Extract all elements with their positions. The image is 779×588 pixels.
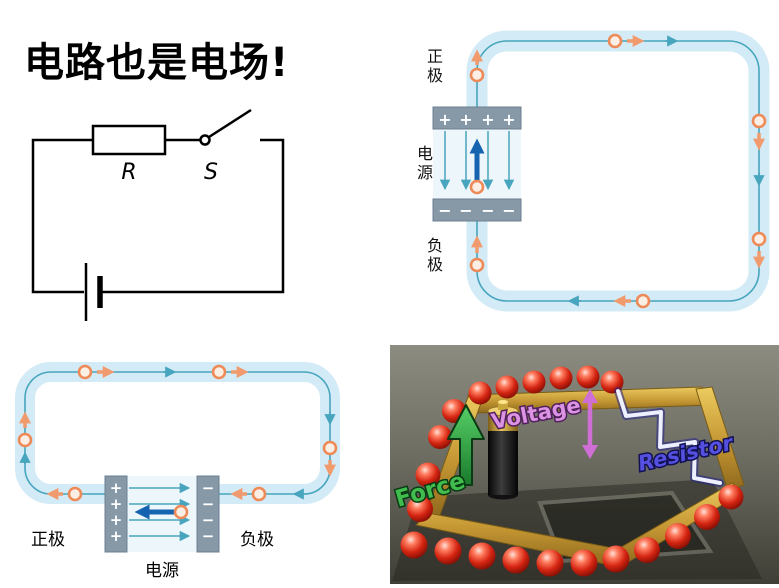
plus-symbol: + (481, 110, 494, 129)
current-direction-arrows (567, 35, 765, 307)
minus-symbol: − (202, 479, 215, 497)
minus-symbol: − (202, 495, 215, 513)
resistor-label: R (121, 160, 136, 185)
battery-body (488, 429, 518, 495)
charge-particle (77, 364, 93, 380)
minus-symbol: − (202, 527, 215, 545)
charge-particle (635, 293, 651, 309)
wire-left (31, 138, 93, 294)
charge-particle (469, 67, 485, 83)
plus-symbol: + (110, 495, 123, 513)
battery-box: + + + + − − − − (104, 475, 220, 553)
plate-symbols: + + + + − − − − (110, 479, 215, 545)
battery-button-top (498, 400, 508, 404)
power-source-label: 电源 (414, 145, 433, 183)
negative-terminal-label: 负极 (240, 530, 274, 550)
positive-plate (432, 106, 522, 130)
field-lines (129, 482, 191, 542)
negative-plate (196, 475, 220, 553)
current-loop-vertical: + + + + − − − − (432, 30, 770, 312)
positive-terminal-label: 正极 (424, 48, 443, 86)
negative-plate (432, 198, 522, 222)
battery-3d (487, 400, 519, 500)
charge-particle (322, 440, 338, 456)
charge-particle (173, 504, 189, 520)
force-arrow (447, 404, 485, 486)
minus-symbol: − (481, 201, 494, 220)
voltage-arrow (582, 389, 598, 459)
charge-particle (469, 179, 485, 195)
current-direction-arrows (19, 366, 336, 500)
switch-label: S (204, 160, 218, 185)
current-loop-horizontal: + + + + − − − − (15, 362, 340, 581)
resistor-zigzag (614, 387, 724, 487)
current-loop-tube (15, 362, 340, 504)
plus-symbol: + (110, 479, 123, 497)
charge-particle (607, 33, 623, 49)
charge-particle (251, 486, 267, 502)
switch-lever (208, 108, 252, 139)
loop-diagram-top-right: + + + + − − − − 正极 (414, 15, 779, 330)
power-source-label: 电源 (145, 561, 179, 581)
minus-symbol: − (202, 511, 215, 529)
minus-symbol: − (459, 201, 472, 220)
charge-particle (469, 257, 485, 273)
circuit-schematic-panel: R S (10, 95, 340, 340)
field-lines (439, 131, 515, 191)
plus-symbol: + (110, 527, 123, 545)
positive-terminal-label: 正极 (31, 530, 65, 550)
moving-charges (17, 364, 338, 502)
charge-particle (67, 486, 83, 502)
resistor-symbol (91, 124, 167, 156)
charge-particle (211, 364, 227, 380)
charge-spheres-front (400, 484, 744, 577)
switch-pivot (199, 134, 211, 146)
circuit-schematic: R S (31, 108, 285, 321)
battery-symbol (84, 263, 103, 321)
charge-track-3d: Force Voltage Resistor (390, 345, 779, 584)
positive-plate (104, 475, 128, 553)
battery-box: + + + + − − − − (432, 106, 522, 222)
battery-top-band (488, 411, 518, 431)
moving-charges (469, 33, 767, 309)
charge-particle (751, 231, 767, 247)
circuit-wires (31, 138, 285, 294)
slide-title: 电路也是电场! (24, 40, 290, 86)
charge-track-3d-panel: Force Voltage Resistor (390, 345, 779, 584)
minus-symbol: − (438, 201, 451, 220)
negative-terminal-label: 负极 (424, 237, 443, 275)
battery-button (498, 402, 508, 410)
plus-symbol: + (502, 110, 515, 129)
plus-symbol: + (110, 511, 123, 529)
plate-symbols: + + + + − − − − (438, 110, 515, 220)
plus-symbol: + (438, 110, 451, 129)
switch-symbol (199, 108, 252, 146)
wire-right (102, 138, 285, 294)
loop-diagram-bottom-left: + + + + − − − − (5, 352, 350, 584)
charge-particle (751, 113, 767, 129)
terminal-labels: 正极 负极 电源 (31, 530, 274, 581)
plus-symbol: + (459, 110, 472, 129)
charge-particle (17, 432, 33, 448)
minus-symbol: − (502, 201, 515, 220)
